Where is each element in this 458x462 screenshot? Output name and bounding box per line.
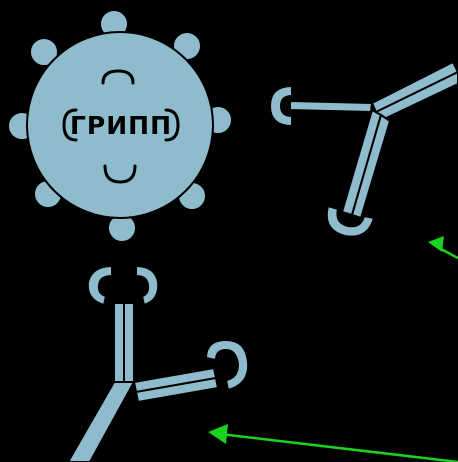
virus-label: ГРИПП (70, 111, 172, 140)
virus-spike (29, 37, 59, 67)
antibody-claw (268, 84, 293, 128)
antibody-arm (113, 302, 125, 383)
antibody-claw (204, 338, 250, 392)
arrow-line (219, 432, 458, 462)
antibody-arm (350, 113, 392, 220)
virus-icon: ГРИПП (7, 9, 233, 243)
virus-body (26, 31, 214, 219)
arrow-head (208, 424, 228, 444)
antibody-arm (289, 99, 374, 114)
antibody-icon (66, 264, 250, 462)
receptor-pocket (62, 108, 78, 142)
antibody-claw (86, 264, 160, 307)
antibody-stem (66, 381, 136, 462)
receptor-pocket (103, 164, 137, 184)
arrow-icon (208, 424, 458, 462)
antibody-stem (370, 60, 458, 114)
receptor-pocket (101, 69, 135, 85)
arrow-head (428, 236, 444, 252)
receptor-pocket (164, 108, 180, 142)
antibody-arm (123, 302, 135, 383)
arrow-icon (428, 236, 458, 260)
antibody-claw (325, 204, 376, 238)
antibody-icon (268, 60, 458, 238)
antibody-arm (134, 376, 220, 404)
